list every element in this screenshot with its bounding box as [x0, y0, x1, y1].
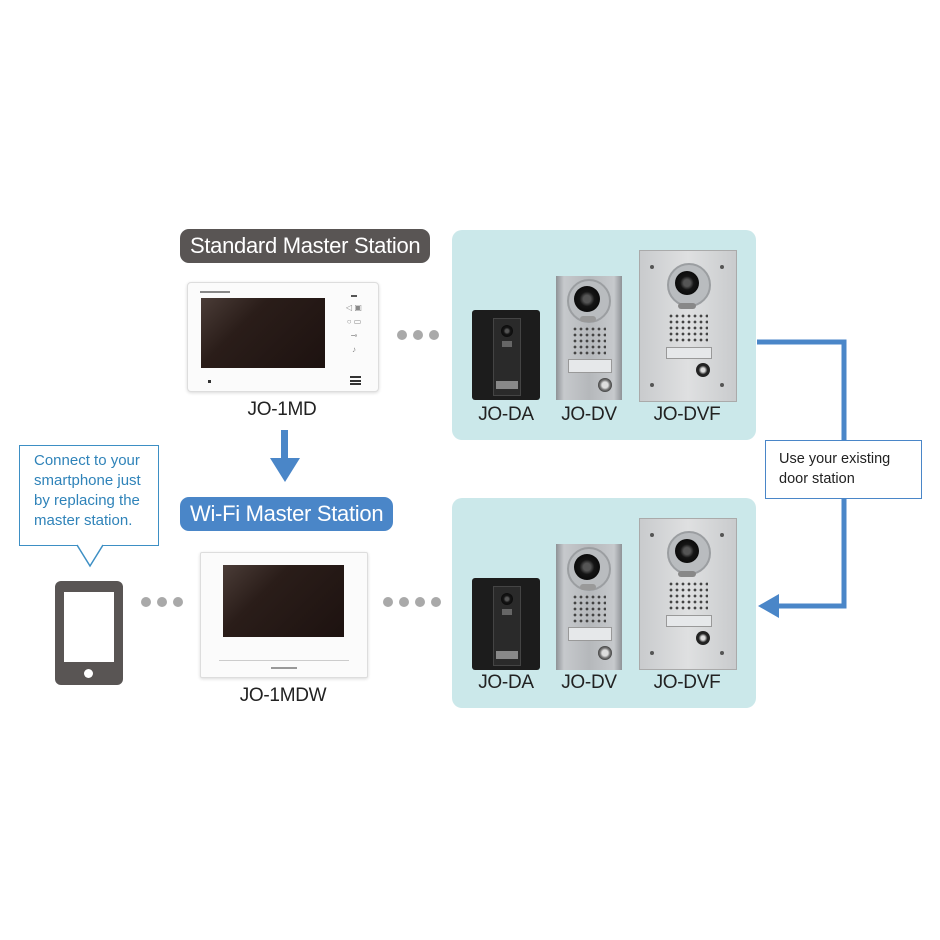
model-label-jo-da: JO-DA [478, 404, 534, 425]
model-label-jo-1md: JO-1MD [247, 399, 317, 420]
model-label-jo-dv: JO-DV [561, 672, 617, 693]
model-label-jo-dvf: JO-DVF [653, 672, 721, 693]
door-station-jo-dv [556, 276, 622, 400]
indicator-led [208, 380, 211, 383]
smartphone-callout: Connect to your smartphone just by repla… [19, 445, 159, 546]
door-station-jo-dv [556, 544, 622, 670]
standard-master-station-title: Standard Master Station [180, 229, 431, 263]
callout-line: Connect to your [34, 452, 140, 469]
jo-1mdw-master-station [200, 552, 368, 678]
callout-line: door station [779, 471, 855, 487]
brand-mark [200, 291, 230, 293]
divider-line [219, 660, 349, 661]
callout-line: master station. [34, 512, 133, 529]
arrow-down-icon [270, 430, 300, 482]
connection-dots [383, 597, 441, 607]
connection-dots [141, 597, 183, 607]
model-label-jo-da: JO-DA [478, 672, 534, 693]
callout-line: by replacing the [34, 492, 140, 509]
model-label-jo-1mdw: JO-1MDW [239, 685, 327, 706]
menu-icon [350, 376, 361, 385]
door-station-jo-dvf [639, 250, 737, 402]
master-screen [223, 565, 344, 637]
model-label-jo-dvf: JO-DVF [653, 404, 721, 425]
phone-screen [64, 592, 114, 662]
control-buttons: ◁ ▣○ ▭⊸♪ [340, 295, 368, 385]
brand-mark [271, 667, 297, 669]
door-stations-panel-standard: JO-DA JO-DV JO-DVF [452, 230, 756, 440]
callout-pointer [76, 544, 104, 568]
jo-1md-master-station: ◁ ▣○ ▭⊸♪ [187, 282, 379, 392]
smartphone-icon [55, 581, 123, 685]
model-label-jo-dv: JO-DV [561, 404, 617, 425]
door-stations-panel-wifi: JO-DA JO-DV JO-DVF [452, 498, 756, 708]
phone-home-button [84, 669, 93, 678]
callout-line: smartphone just [34, 472, 141, 489]
existing-door-callout: Use your existing door station [765, 440, 922, 499]
door-station-jo-da [472, 578, 540, 670]
callout-line: Use your existing [779, 451, 891, 467]
connection-dots [397, 330, 439, 340]
door-station-jo-dvf [639, 518, 737, 670]
wifi-master-station-title: Wi-Fi Master Station [180, 497, 394, 531]
door-station-jo-da [472, 310, 540, 400]
master-screen [201, 298, 325, 368]
